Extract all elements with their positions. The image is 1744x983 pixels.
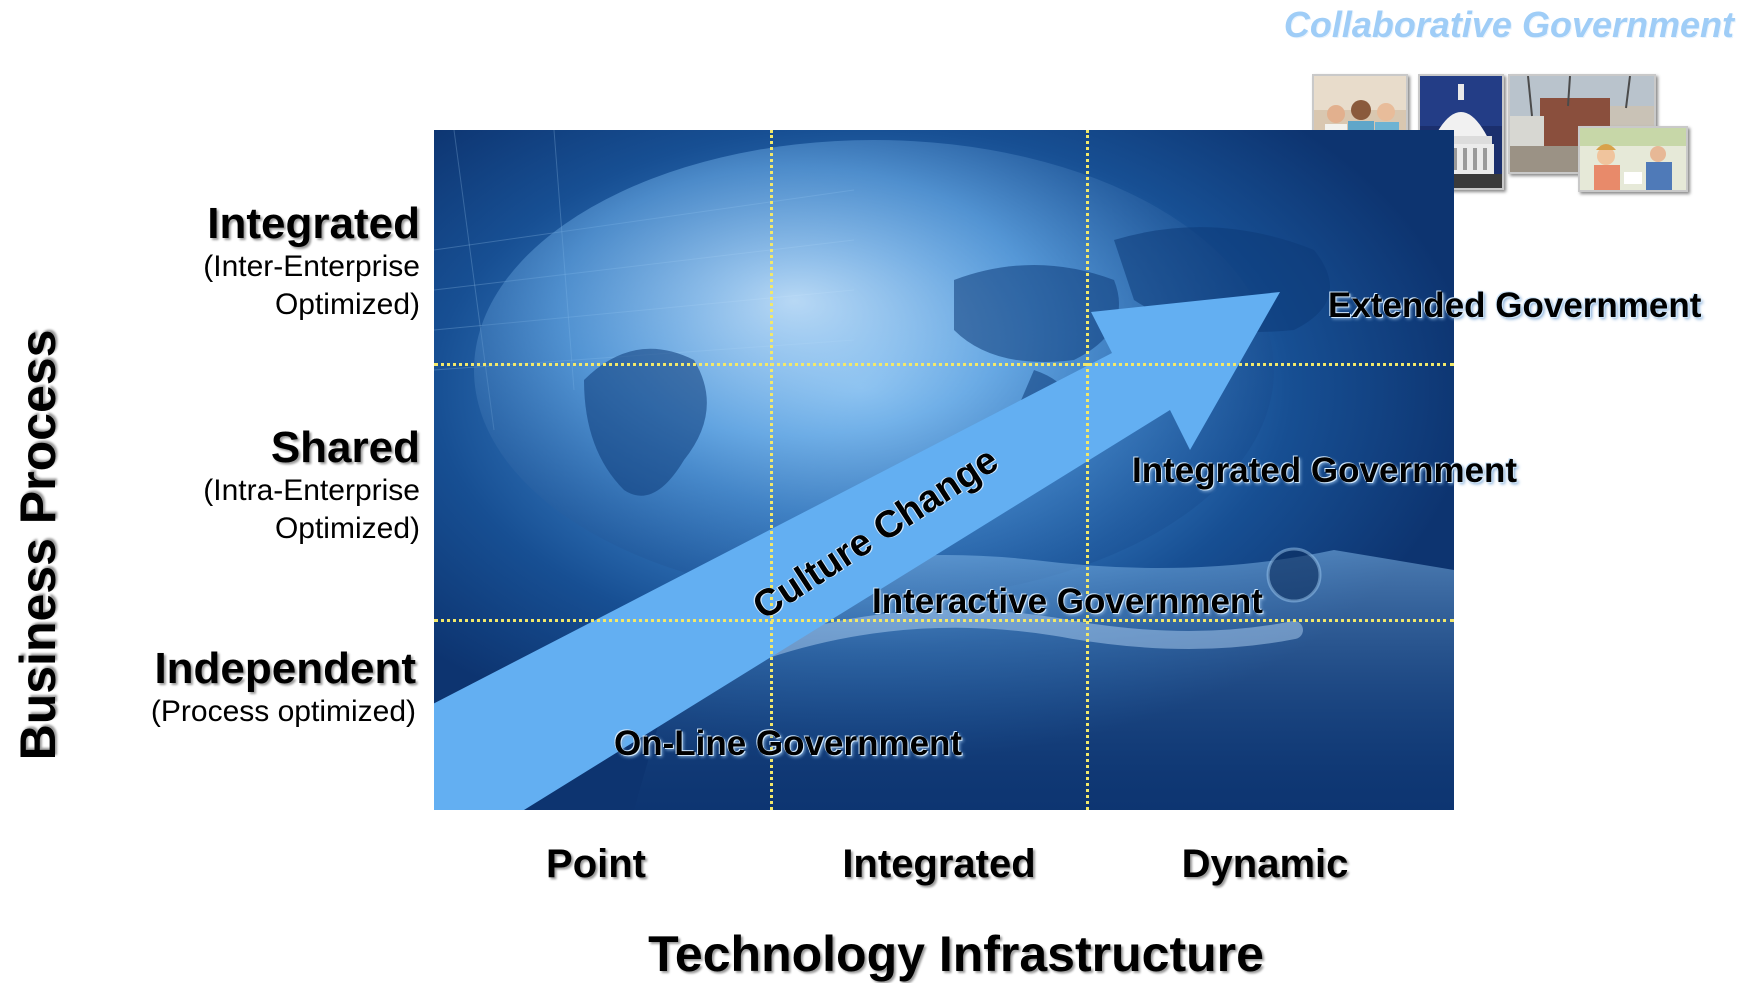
row-subtitle: Optimized) — [274, 287, 420, 321]
column-label-point: Point — [546, 842, 646, 886]
row-subtitle: (Process optimized) — [150, 695, 416, 729]
column-label-integrated: Integrated — [842, 842, 1036, 886]
globe — [474, 140, 1274, 600]
header-title: Collaborative Government — [1283, 4, 1734, 45]
grid-line-right — [1086, 130, 1089, 810]
globe-handshake-illustration — [434, 130, 1454, 810]
grid-line-upper — [434, 363, 1454, 366]
handshake — [634, 550, 1454, 810]
stage-online-government: On-Line Government — [614, 724, 963, 763]
y-axis-title: Business Process — [10, 329, 66, 761]
row-label-integrated: Integrated (Inter-Enterprise Optimized) — [203, 199, 420, 323]
grid-line-lower — [434, 619, 1454, 622]
wristwatch — [1266, 547, 1322, 603]
classroom-photo — [1578, 126, 1688, 192]
row-title: Shared — [270, 423, 420, 472]
stage-extended-government: Extended Government — [1328, 286, 1702, 325]
culture-change-arrow — [434, 292, 1280, 810]
row-subtitle: Optimized) — [274, 511, 420, 545]
stage-integrated-government: Integrated Government — [1132, 451, 1518, 490]
row-label-shared: Shared (Intra-Enterprise Optimized) — [203, 423, 420, 547]
row-subtitle: (Intra-Enterprise — [203, 474, 420, 508]
diagram-background — [434, 130, 1454, 810]
grid-line-left — [770, 130, 773, 810]
column-label-dynamic: Dynamic — [1181, 842, 1349, 886]
x-axis-title: Technology Infrastructure — [648, 926, 1264, 982]
row-label-independent: Independent (Process optimized) — [150, 644, 416, 731]
row-subtitle: (Inter-Enterprise — [203, 250, 420, 284]
row-title: Integrated — [207, 199, 420, 248]
stage-interactive-government: Interactive Government — [872, 582, 1263, 621]
row-title: Independent — [154, 644, 416, 693]
